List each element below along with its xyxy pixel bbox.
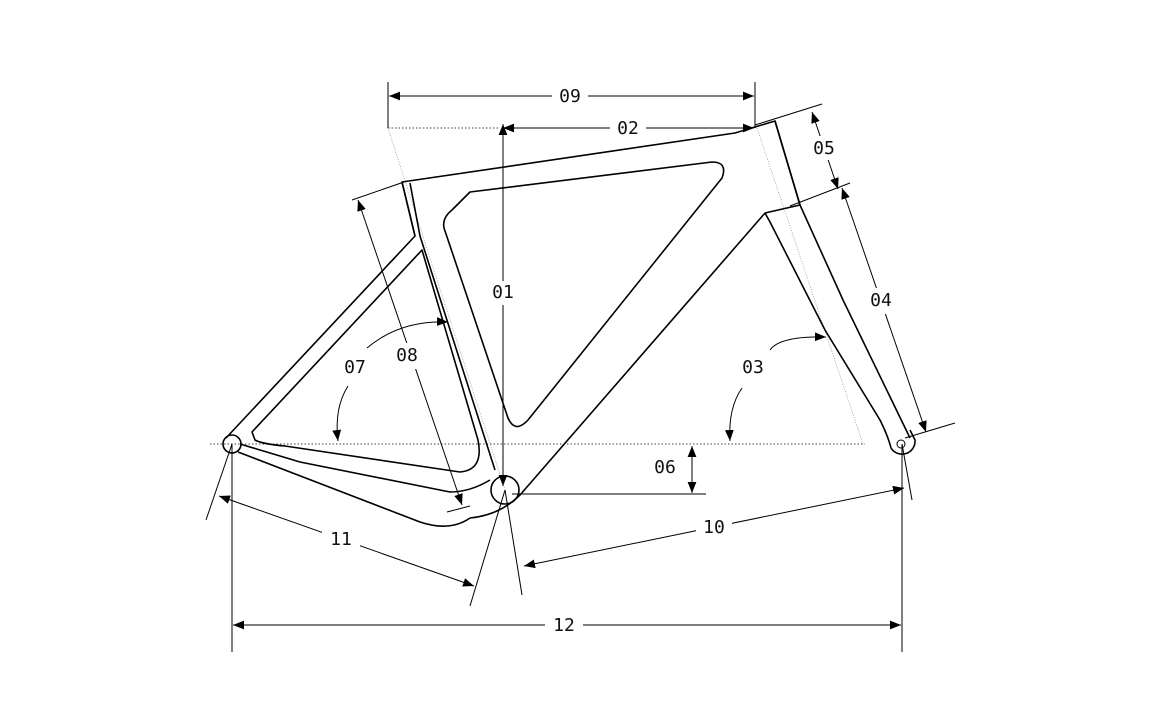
frame-outline-top xyxy=(225,120,911,439)
label-08: 08 xyxy=(396,345,418,366)
dimension-07-seat-angle: 07 xyxy=(332,317,449,442)
label-11: 11 xyxy=(330,529,352,550)
seat-tube xyxy=(401,181,496,471)
seat-axis-line xyxy=(387,127,506,491)
head-tube-bottom xyxy=(764,204,801,214)
front-axle xyxy=(896,439,906,449)
down-tube xyxy=(469,212,766,519)
bike-frame xyxy=(222,120,916,527)
dimension-04-head-tube: 04 xyxy=(841,187,927,433)
dimension-01-stack: 01 xyxy=(488,124,518,486)
label-09: 09 xyxy=(559,86,581,107)
dimension-12-wheelbase: 12 xyxy=(233,613,901,637)
dimension-06-bb-drop: 06 xyxy=(654,446,697,493)
main-triangle-window xyxy=(442,161,725,428)
label-10: 10 xyxy=(703,517,725,538)
dimension-08-seat-tube: 08 xyxy=(357,199,463,506)
dimension-02-top-tube: 02 xyxy=(503,116,754,140)
dimension-03-head-angle: 03 xyxy=(724,332,827,442)
extension-lines xyxy=(205,82,956,652)
fork-dropout xyxy=(890,429,916,455)
fork-rear-edge xyxy=(764,212,892,449)
label-01: 01 xyxy=(492,282,514,303)
label-12: 12 xyxy=(553,615,575,636)
dimension-05-headset: 05 xyxy=(806,111,842,190)
label-02: 02 xyxy=(617,118,639,139)
label-03: 03 xyxy=(742,357,764,378)
dimension-11-chainstay: 11 xyxy=(218,495,475,587)
label-07: 07 xyxy=(344,357,366,378)
head-tube-and-fork-front xyxy=(774,120,801,206)
rear-triangle-window xyxy=(251,249,480,473)
steering-axis-line xyxy=(756,127,864,445)
reference-lines xyxy=(210,127,865,491)
dimension-10-front-center: 10 xyxy=(523,485,905,569)
label-06: 06 xyxy=(654,457,676,478)
label-05: 05 xyxy=(813,138,835,159)
label-04: 04 xyxy=(870,290,892,311)
dimension-09-reach: 09 xyxy=(389,84,754,108)
